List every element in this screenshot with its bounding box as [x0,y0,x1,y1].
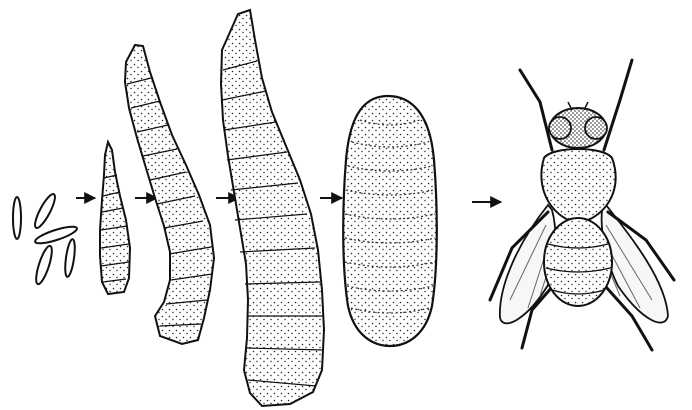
egg-icon [13,197,21,239]
egg-icon [33,244,55,285]
pupa-icon [343,96,437,346]
large-larva-icon [221,10,324,406]
small-larva-icon [100,142,130,294]
eye-icon [549,117,571,139]
eye-icon [585,117,607,139]
leg-icon [520,70,552,150]
medium-larva-icon [125,45,214,344]
abdomen-icon [544,218,612,306]
egg-icon [32,192,59,230]
egg-cluster-icon [13,192,78,286]
fly-icon [490,60,674,350]
leg-icon [604,60,632,150]
egg-icon [63,239,76,278]
